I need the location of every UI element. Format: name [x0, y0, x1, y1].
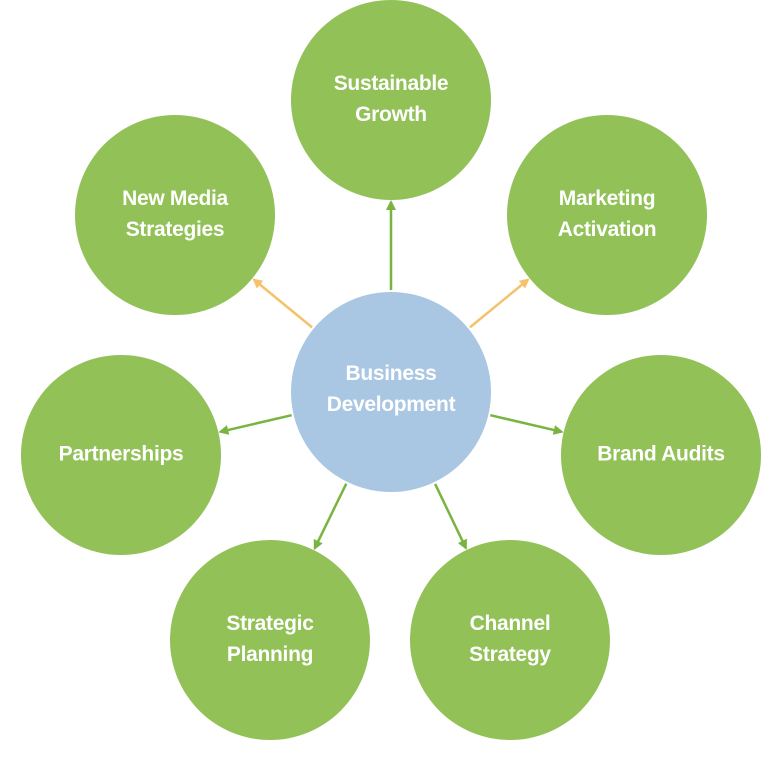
node-new-media-strategies-label-line: Strategies: [126, 218, 225, 241]
node-brand-audits-circle: [561, 355, 761, 555]
center-node-label-line: Development: [327, 393, 456, 416]
node-partnerships-label-line: Partnerships: [59, 443, 184, 466]
node-partnerships: Partnerships: [21, 355, 221, 555]
arrow-to-marketing-activation: [469, 278, 530, 329]
node-marketing-activation-label-line: Marketing: [559, 187, 656, 210]
arrow-to-new-media-strategies: [252, 278, 313, 329]
node-sustainable-growth-circle: [291, 0, 491, 200]
node-channel-strategy-label-line: Channel: [470, 612, 551, 635]
node-strategic-planning-label-line: Planning: [227, 643, 313, 666]
center-node-label-line: Business: [346, 362, 437, 385]
node-strategic-planning-circle: [170, 540, 370, 740]
center-node-circle: [291, 292, 491, 492]
node-brand-audits: Brand Audits: [561, 355, 761, 555]
arrow-to-strategic-planning: [313, 483, 348, 551]
node-sustainable-growth-label-line: Growth: [355, 103, 427, 126]
node-new-media-strategies-label-line: New Media: [122, 187, 228, 210]
node-marketing-activation-circle: [507, 115, 707, 315]
node-partnerships-circle: [21, 355, 221, 555]
node-new-media-strategies-circle: [75, 115, 275, 315]
node-brand-audits-label-line: Brand Audits: [597, 443, 724, 466]
node-channel-strategy-label-line: Strategy: [469, 643, 551, 666]
arrow-to-brand-audits: [490, 413, 564, 435]
node-channel-strategy-circle: [410, 540, 610, 740]
node-strategic-planning-label-line: Strategic: [226, 612, 314, 635]
arrow-to-channel-strategy: [433, 483, 468, 550]
node-sustainable-growth-label-line: Sustainable: [334, 72, 449, 95]
arrow-to-partnerships: [218, 413, 292, 435]
node-marketing-activation-label-line: Activation: [558, 218, 657, 241]
